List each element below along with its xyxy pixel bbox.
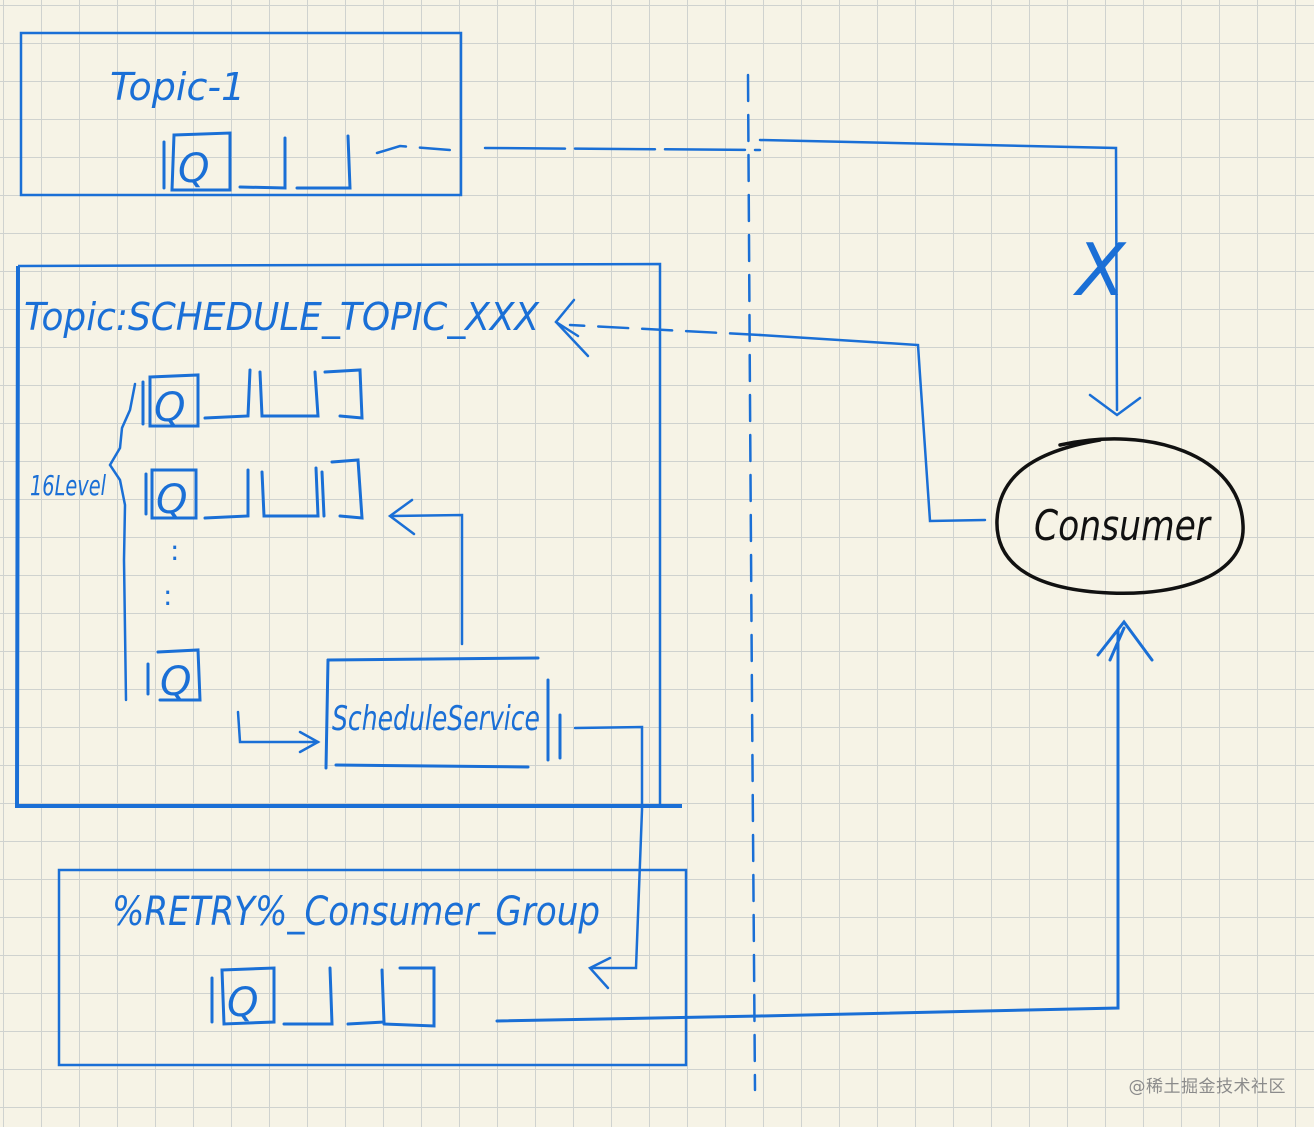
level-label: 16Level [30,469,106,502]
consumer-label: Consumer [1034,501,1212,550]
service-to-queue-arrow [387,498,464,646]
consumer-to-schedule-arrow [554,298,987,523]
schedule-service-box [324,656,562,770]
blocked-mark: X [1072,228,1127,312]
schedule-queue-row [144,458,364,520]
topic1-queue-label: Q [178,146,209,192]
topic1-queues [162,131,352,192]
topic1-box: Topic-1 Q [19,31,463,197]
queue-to-service-arrow [236,710,321,754]
retry-topic-label: %RETRY%_Consumer_Group [112,889,600,935]
schedule-topic-label: Topic:SCHEDULE_TOPIC_XXX [24,295,540,339]
consumer-node: Consumer [995,437,1245,596]
level-brace [108,382,137,702]
queue-ellipsis: : [170,534,179,567]
retry-queue-label: Q [227,980,258,1026]
queue-ellipsis: : [163,579,172,612]
schedule-queue-label: Q [160,659,191,705]
divider-line [746,73,757,1092]
retry-to-consumer-arrow [495,619,1154,1023]
schedule-queue-label: Q [156,477,187,523]
service-to-retry-arrow [573,725,644,990]
retry-topic-box: %RETRY%_Consumer_Group Q [57,868,688,1067]
topic1-label: Topic-1 [110,65,245,109]
schedule-queue-row [141,368,364,428]
retry-queues [210,966,436,1028]
schedule-service-label: ScheduleService [332,699,540,739]
topic1-to-consumer-line [375,138,1142,417]
schedule-queue-row [146,648,202,702]
schedule-queue-label: Q [154,385,185,431]
watermark: @稀土掘金技术社区 [1128,1077,1286,1097]
schedule-topic-box: Topic:SCHEDULE_TOPIC_XXX 16Level Q Q : : [14,262,682,808]
